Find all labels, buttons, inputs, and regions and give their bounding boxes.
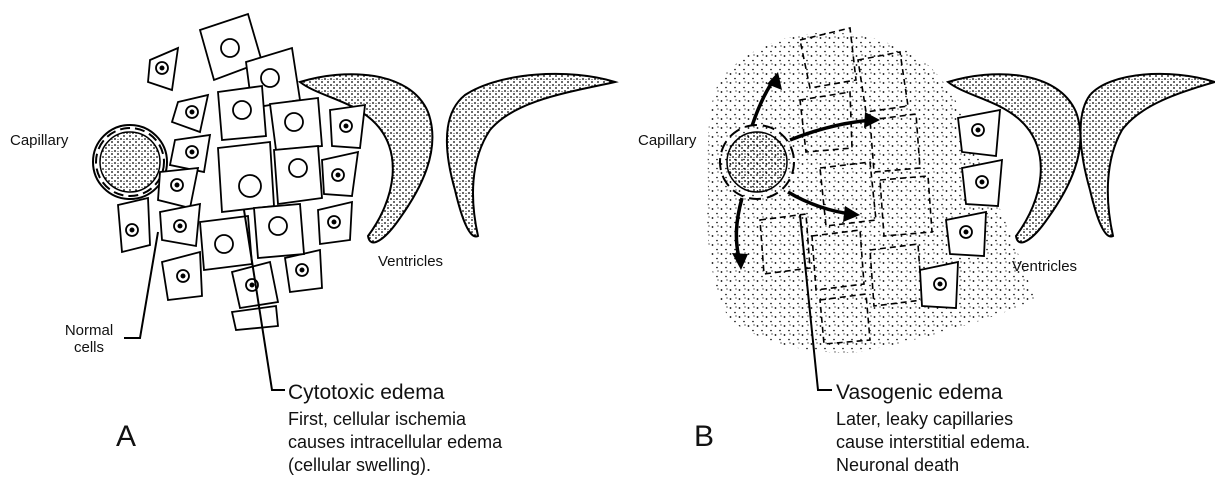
cell-nucleus bbox=[269, 217, 287, 235]
cytotoxic-edema-title: Cytotoxic edema bbox=[288, 381, 444, 405]
cell-nucleus bbox=[221, 39, 239, 57]
cell-nucleus bbox=[285, 113, 303, 131]
description-line: Later, leaky capillaries bbox=[836, 408, 1030, 431]
ventricles-label-a: Ventricles bbox=[378, 253, 443, 270]
capillary-label-a: Capillary bbox=[10, 132, 68, 149]
ventricle-right-a bbox=[447, 74, 615, 237]
description-line: Neuronal death bbox=[836, 454, 1030, 477]
description-line: (cellular swelling). bbox=[288, 454, 502, 477]
cell-nucleus bbox=[289, 159, 307, 177]
cytotoxic-edema-description: First, cellular ischemia causes intracel… bbox=[288, 408, 502, 477]
panel-b bbox=[707, 28, 1215, 390]
normal-cells-label-a: Normal cells bbox=[54, 322, 124, 356]
vasogenic-edema-description: Later, leaky capillaries cause interstit… bbox=[836, 408, 1030, 477]
description-line: First, cellular ischemia bbox=[288, 408, 502, 431]
cell-nucleus bbox=[261, 69, 279, 87]
ventricle-right-b bbox=[1081, 74, 1215, 237]
panel-letter-a: A bbox=[116, 420, 136, 454]
swollen-cell bbox=[232, 306, 278, 330]
panel-a bbox=[93, 14, 615, 390]
panel-letter-b: B bbox=[694, 420, 714, 454]
description-line: causes intracellular edema bbox=[288, 431, 502, 454]
ventricles-label-b: Ventricles bbox=[1012, 258, 1077, 275]
description-line: cause interstitial edema. bbox=[836, 431, 1030, 454]
cell-nucleus bbox=[239, 175, 261, 197]
cell-nucleus bbox=[233, 101, 251, 119]
vasogenic-edema-title: Vasogenic edema bbox=[836, 381, 1003, 405]
normal-cells-text: Normal cells bbox=[65, 322, 113, 356]
capillary-a bbox=[93, 125, 167, 199]
cell-nucleus bbox=[215, 235, 233, 253]
capillary-label-b: Capillary bbox=[638, 132, 696, 149]
